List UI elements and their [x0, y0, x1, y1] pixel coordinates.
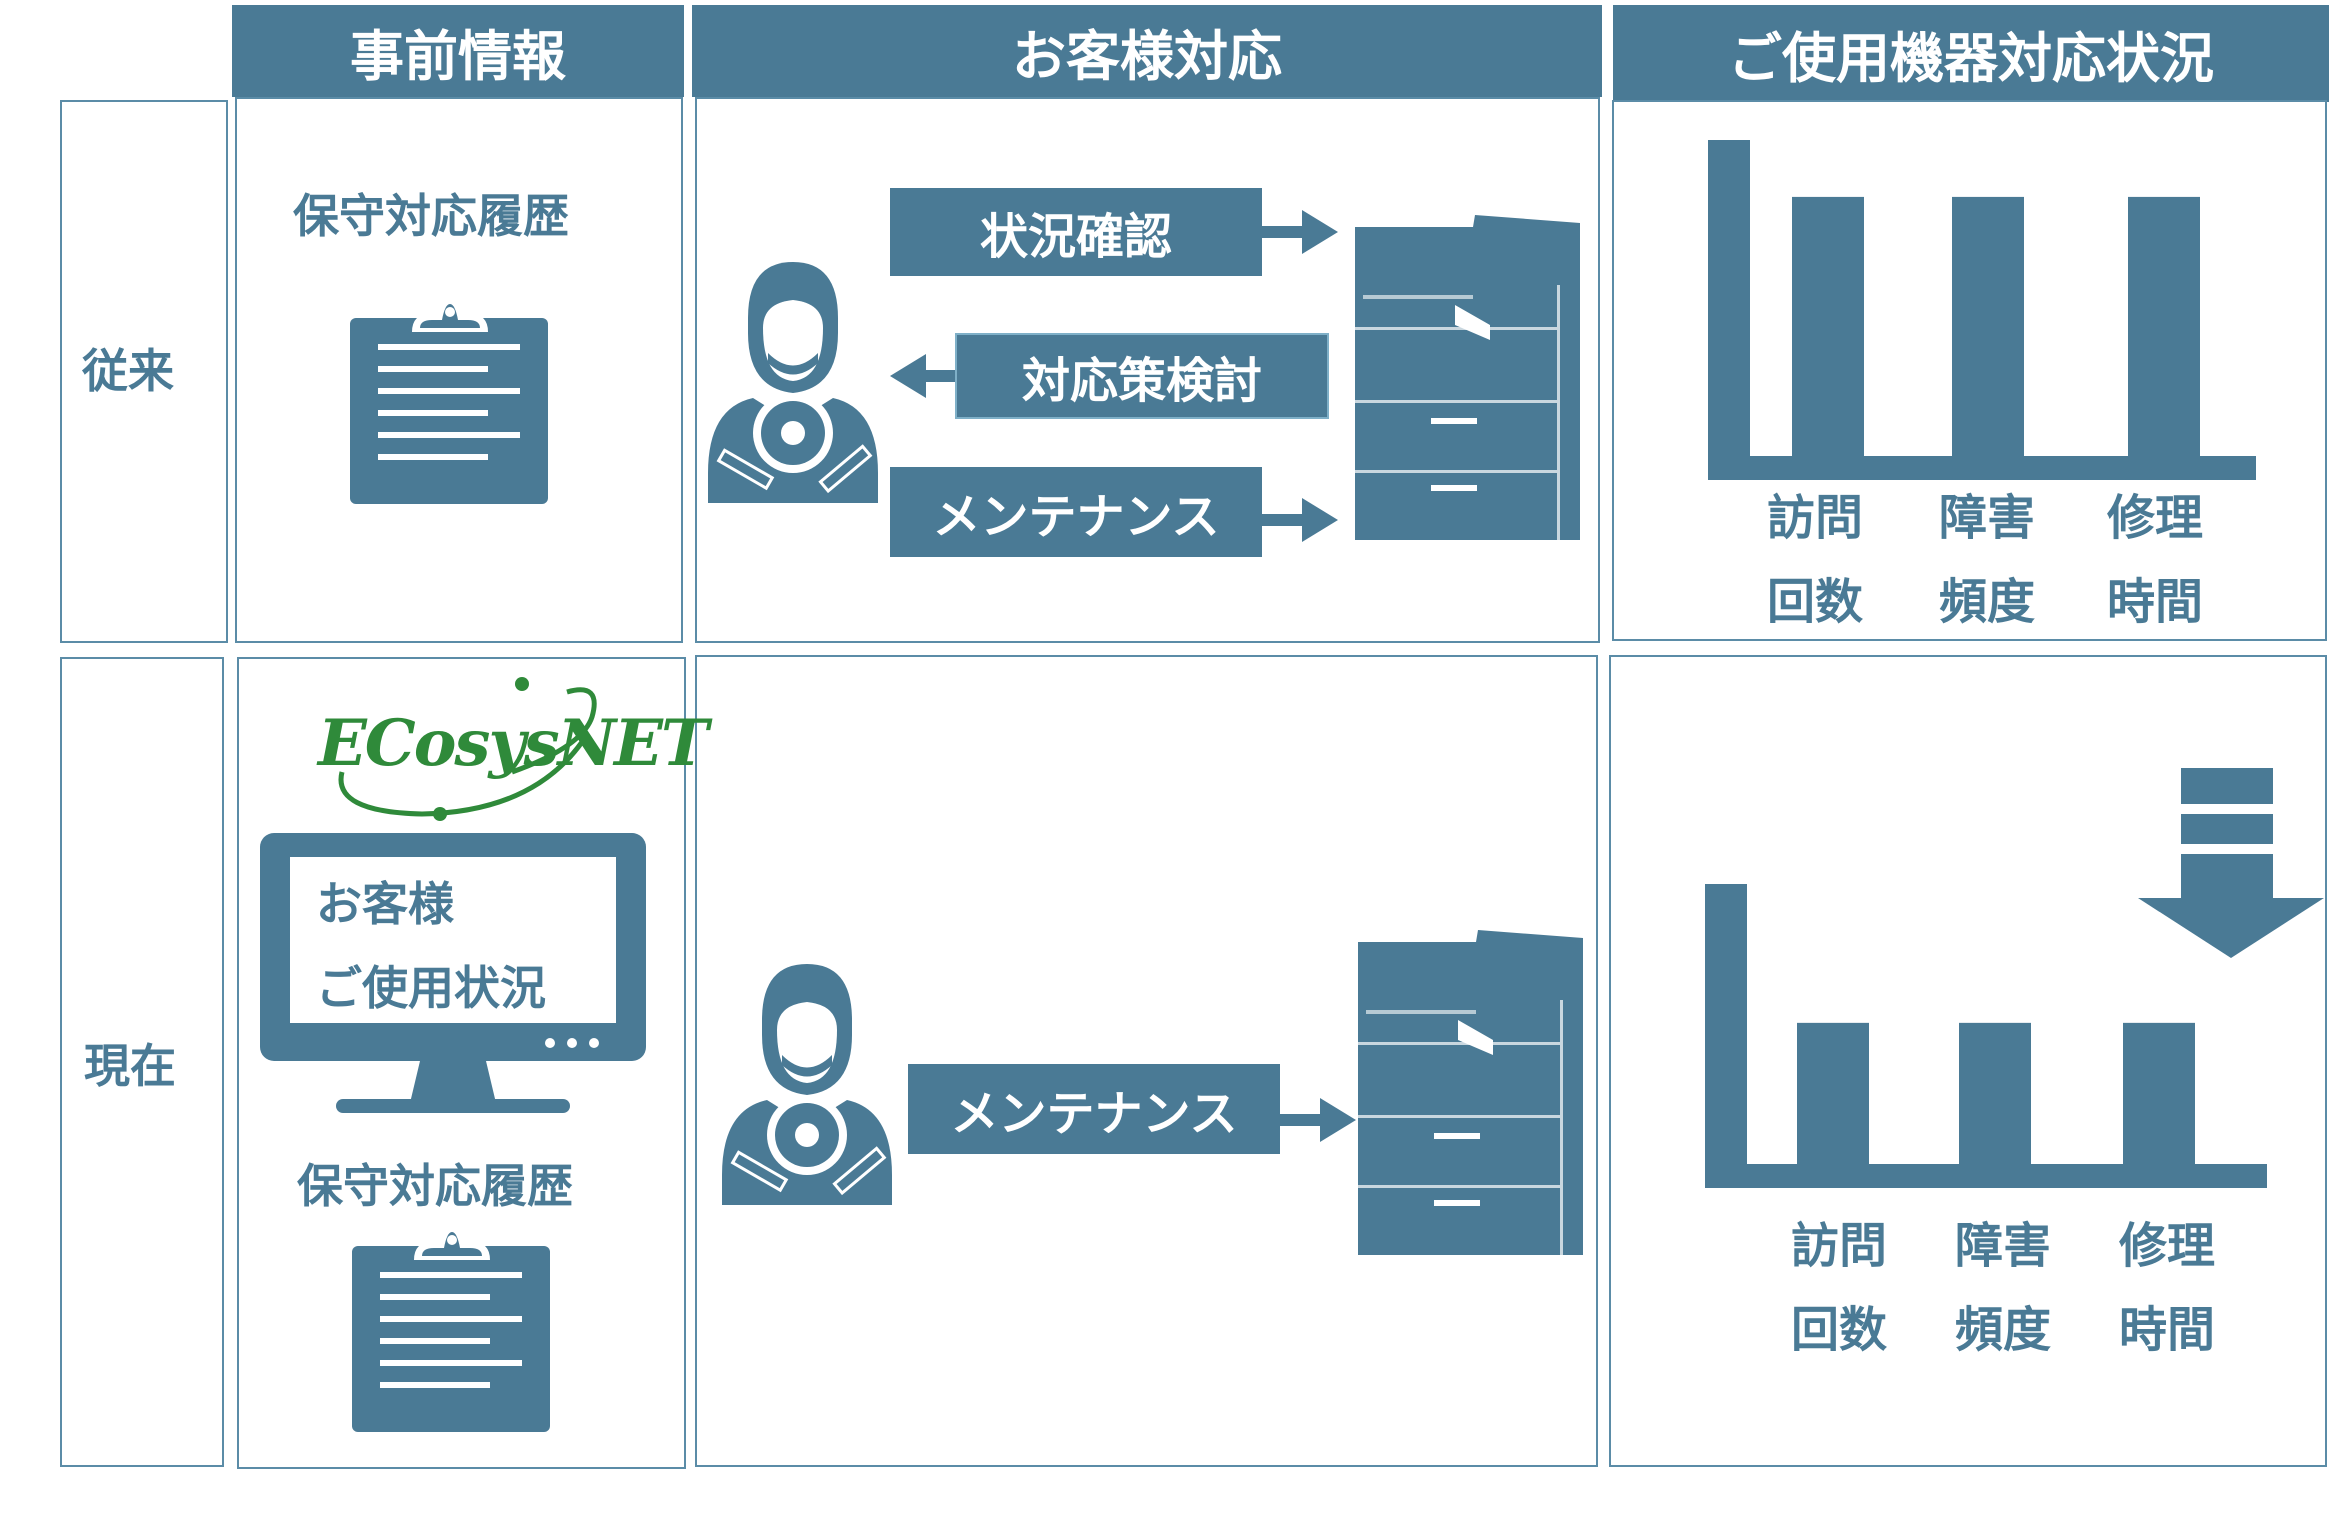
monitor-icon	[260, 833, 646, 1113]
technician-icon	[708, 262, 878, 503]
before-action-plan: 対応策検討	[955, 333, 1329, 419]
row-label-now: 現在	[84, 1039, 176, 1093]
label-line: 回数	[1790, 1302, 1887, 1358]
before-chart-label-repair: 修理 時間	[2100, 476, 2210, 644]
chart-bar-2	[1952, 196, 2024, 456]
row-label-before: 従来	[82, 344, 174, 398]
down-arrow-icon	[2138, 768, 2324, 958]
before-prior-info-label: 保守対応履歴	[293, 189, 569, 243]
before-chart-label-failures: 障害 頻度	[1932, 476, 2042, 644]
chart-bar-1	[1792, 196, 1864, 456]
label-line: 頻度	[1938, 574, 2035, 630]
row-before-box	[60, 100, 228, 643]
label-line: 修理	[2106, 490, 2203, 546]
arrow-right-icon	[1262, 210, 1338, 254]
monitor-text-customer: お客様	[316, 877, 454, 931]
header-prior-info: 事前情報	[232, 5, 684, 97]
chart-bar-2	[1959, 1022, 2031, 1164]
label-line: 回数	[1766, 574, 1863, 630]
label-line: 訪問	[1790, 1218, 1887, 1274]
clipboard-icon	[350, 294, 548, 504]
label-line: 障害	[1938, 490, 2035, 546]
now-chart-label-repair: 修理 時間	[2112, 1204, 2222, 1372]
now-chart-label-failures: 障害 頻度	[1948, 1204, 2058, 1372]
chart-y-axis	[1705, 884, 1747, 1188]
now-chart-label-visits: 訪問 回数	[1784, 1204, 1894, 1372]
before-action-check: 状況確認	[890, 188, 1262, 276]
chart-bar-3	[2128, 196, 2200, 456]
label-line: 時間	[2118, 1302, 2215, 1358]
label-line: 訪問	[1766, 490, 1863, 546]
copier-icon	[1358, 930, 1583, 1255]
header-equipment-status: ご使用機器対応状況	[1613, 5, 2329, 102]
label-line: 修理	[2118, 1218, 2215, 1274]
ecosys-net-logo-icon	[338, 677, 597, 821]
arrow-right-icon	[1280, 1098, 1356, 1142]
row-now-box	[60, 657, 224, 1467]
chart-bar-3	[2123, 1022, 2195, 1164]
technician-icon	[722, 964, 892, 1205]
ecosys-net-logo-text: ECosysNET	[318, 706, 709, 781]
label-line: 頻度	[1954, 1302, 2051, 1358]
monitor-text-usage: ご使用状況	[316, 961, 546, 1015]
copier-icon	[1355, 215, 1580, 540]
now-prior-info-label: 保守対応履歴	[297, 1159, 573, 1213]
before-bar-chart	[1708, 140, 2256, 480]
label-line: 障害	[1954, 1218, 2051, 1274]
now-action-maintenance: メンテナンス	[908, 1064, 1280, 1154]
chart-baseline	[1708, 456, 2256, 480]
before-chart-label-visits: 訪問 回数	[1760, 476, 1870, 644]
chart-y-axis	[1708, 140, 1750, 480]
chart-bar-1	[1797, 1022, 1869, 1164]
arrow-right-icon	[1262, 498, 1338, 542]
header-customer-service: お客様対応	[692, 5, 1602, 97]
now-bar-chart	[1705, 884, 2267, 1188]
before-action-maintenance: メンテナンス	[890, 467, 1262, 557]
label-line: 時間	[2106, 574, 2203, 630]
chart-baseline	[1705, 1164, 2267, 1188]
clipboard-icon	[352, 1222, 550, 1432]
